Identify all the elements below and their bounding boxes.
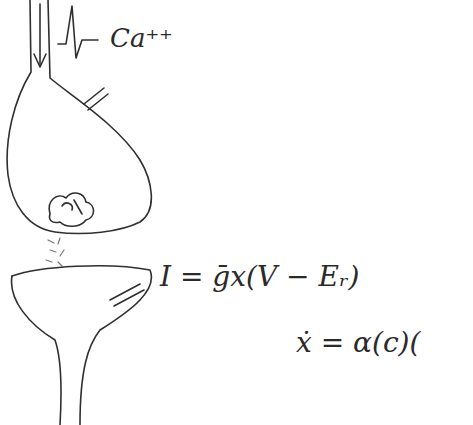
- leader-line: [84, 88, 108, 110]
- spike-arrow: [39, 4, 41, 66]
- leader-line: [110, 284, 144, 306]
- current-equation: I = ḡx(V − Eᵣ): [160, 262, 360, 293]
- vesicle-detail: [62, 200, 82, 214]
- postsynaptic-terminal: [12, 276, 62, 425]
- gating-equation: ẋ = α(c)(: [296, 328, 420, 359]
- arrow-head: [34, 54, 46, 67]
- ion-label: Ca⁺⁺: [110, 24, 173, 53]
- postsynaptic-terminal: [12, 266, 151, 425]
- release-dots: [46, 238, 64, 266]
- vesicle-cluster: [49, 193, 93, 226]
- spike-symbol: [58, 6, 98, 58]
